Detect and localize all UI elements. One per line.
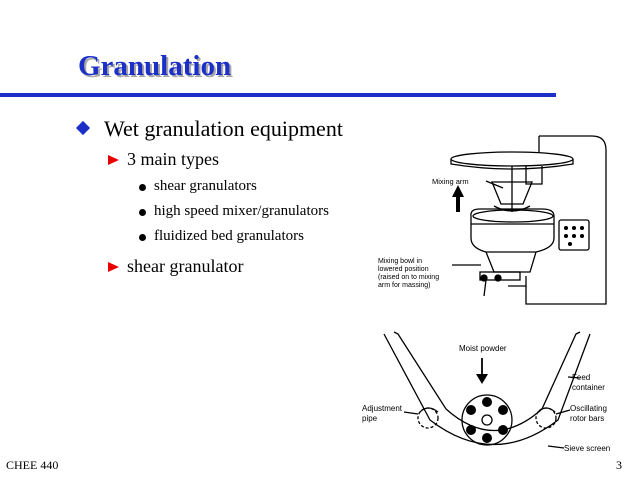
label-bowl-2: lowered position xyxy=(378,266,429,273)
bullet-text: shear granulators xyxy=(154,178,257,194)
dot-bullet-icon xyxy=(139,209,146,216)
title-underline xyxy=(0,93,556,97)
label-feed-2: container xyxy=(572,383,605,392)
dot-bullet-icon xyxy=(139,234,146,241)
label-oscillating-1: Oscillating xyxy=(570,404,607,413)
arrow-bullet-icon xyxy=(108,155,119,165)
label-feed-1: Feed xyxy=(572,373,590,382)
bullet-text: 3 main types xyxy=(127,149,219,169)
bullet-text: fluidized bed granulators xyxy=(154,228,304,244)
mixer-granulator-illustration: Mixing arm Mixing bowl in lowered positi… xyxy=(378,135,607,305)
label-mixing-arm: Mixing arm xyxy=(432,177,469,186)
slide-title: Granulation xyxy=(78,50,232,82)
diamond-bullet-icon xyxy=(75,120,91,136)
label-bowl-4: arm for massing) xyxy=(378,282,431,289)
footer-course: CHEE 440 xyxy=(6,458,59,472)
label-adjustment-2: pipe xyxy=(362,414,378,423)
bullet-text: shear granulator xyxy=(127,256,244,276)
shear-granulator-illustration: Moist powder Feed container Adjustment p… xyxy=(362,331,610,453)
label-sieve-screen: Sieve screen xyxy=(564,444,610,453)
footer-page-number: 3 xyxy=(616,458,622,472)
label-bowl-1: Mixing bowl in xyxy=(378,258,422,265)
label-oscillating-2: rotor bars xyxy=(570,414,604,423)
dot-bullet-icon xyxy=(139,184,146,191)
label-moist-powder: Moist powder xyxy=(459,344,507,353)
label-bowl-3: (raised on to mixing xyxy=(378,274,439,281)
bullet-text: high speed mixer/granulators xyxy=(154,203,329,219)
bullet-text: Wet granulation equipment xyxy=(104,116,343,141)
label-adjustment-1: Adjustment xyxy=(362,404,403,413)
arrow-bullet-icon xyxy=(108,262,119,272)
